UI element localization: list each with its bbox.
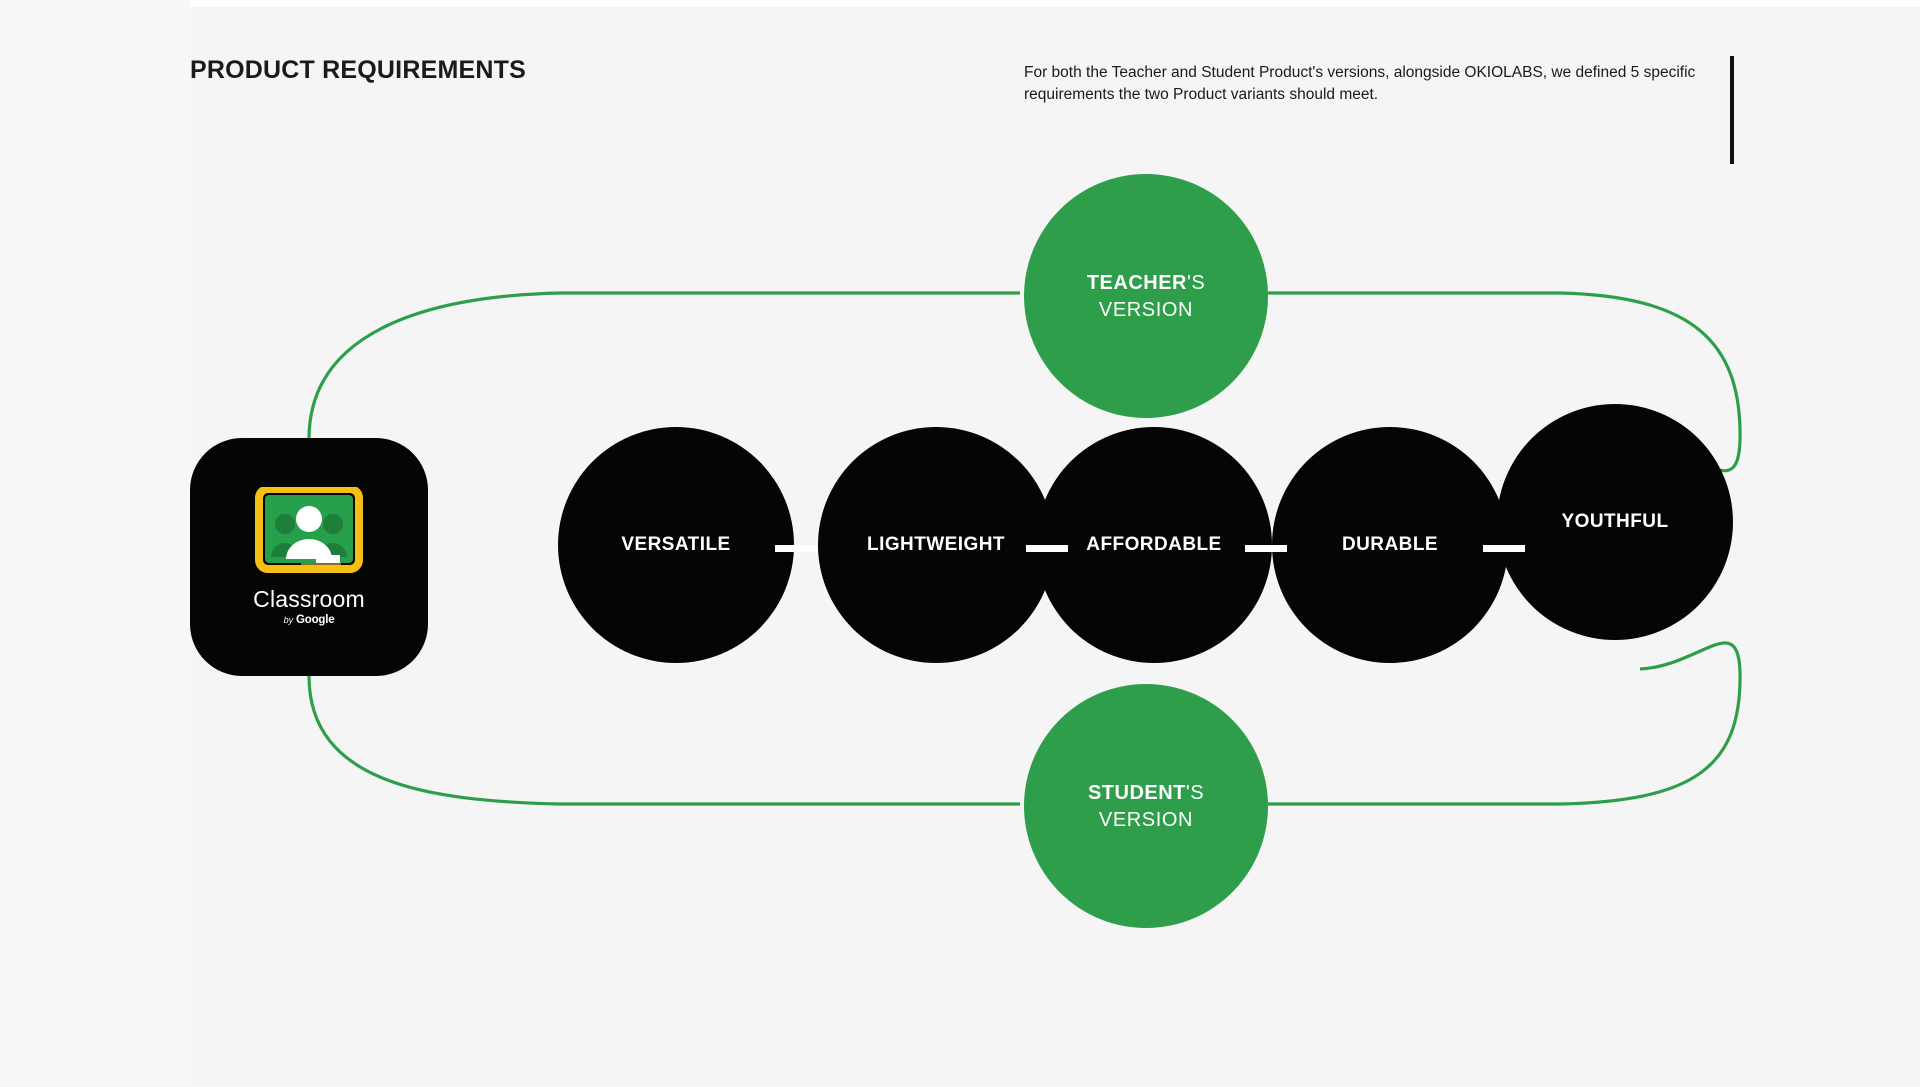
version-bubble-teacher[interactable]: TEACHER'S VERSION <box>1024 174 1268 418</box>
google-classroom-tile[interactable]: Classroom by Google <box>190 438 428 676</box>
student-version-subtitle: VERSION <box>1098 808 1194 831</box>
teacher-possessive: 'S <box>1187 271 1206 294</box>
google-classroom-icon <box>255 487 363 574</box>
node-connector-dash-4 <box>1483 545 1525 552</box>
path-student-to-youthful <box>1268 641 1742 806</box>
requirement-node-affordable[interactable]: AFFORDABLE <box>1036 427 1272 663</box>
student-name: STUDENT <box>1087 781 1186 804</box>
requirement-label: YOUTHFUL <box>1561 511 1669 532</box>
requirement-label: AFFORDABLE <box>1086 534 1222 555</box>
teacher-version-title: TEACHER'S <box>1087 271 1205 295</box>
requirement-label: DURABLE <box>1341 534 1439 555</box>
requirement-node-durable[interactable]: DURABLE <box>1272 427 1508 663</box>
intro-vertical-rule <box>1730 56 1734 164</box>
path-classroom-to-student <box>307 675 1020 806</box>
path-classroom-to-teacher <box>307 291 1020 440</box>
node-connector-dash-2 <box>1026 545 1068 552</box>
node-connector-dash-1 <box>775 545 817 552</box>
classroom-wordmark: Classroom <box>253 586 365 613</box>
node-connector-dash-3 <box>1245 545 1287 552</box>
left-page-gutter <box>0 0 190 1087</box>
google-brand: Google <box>296 614 335 627</box>
classroom-by-google: by Google <box>284 615 335 627</box>
student-possessive: 'S <box>1185 781 1205 804</box>
teacher-version-subtitle: VERSION <box>1098 298 1194 321</box>
requirement-node-versatile[interactable]: VERSATILE <box>558 427 794 663</box>
requirement-label: VERSATILE <box>621 534 731 555</box>
requirement-node-youthful[interactable]: YOUTHFUL <box>1497 404 1733 640</box>
top-page-gutter <box>190 0 1920 7</box>
page-title: PRODUCT REQUIREMENTS <box>190 56 526 84</box>
student-version-title: STUDENT'S <box>1088 781 1204 805</box>
requirement-node-lightweight[interactable]: LIGHTWEIGHT <box>818 427 1054 663</box>
requirement-label: LIGHTWEIGHT <box>867 534 1005 555</box>
teacher-name: TEACHER <box>1086 271 1187 294</box>
by-prefix: by <box>283 615 294 626</box>
intro-paragraph: For both the Teacher and Student Product… <box>1024 64 1696 104</box>
version-bubble-student[interactable]: STUDENT'S VERSION <box>1024 684 1268 928</box>
